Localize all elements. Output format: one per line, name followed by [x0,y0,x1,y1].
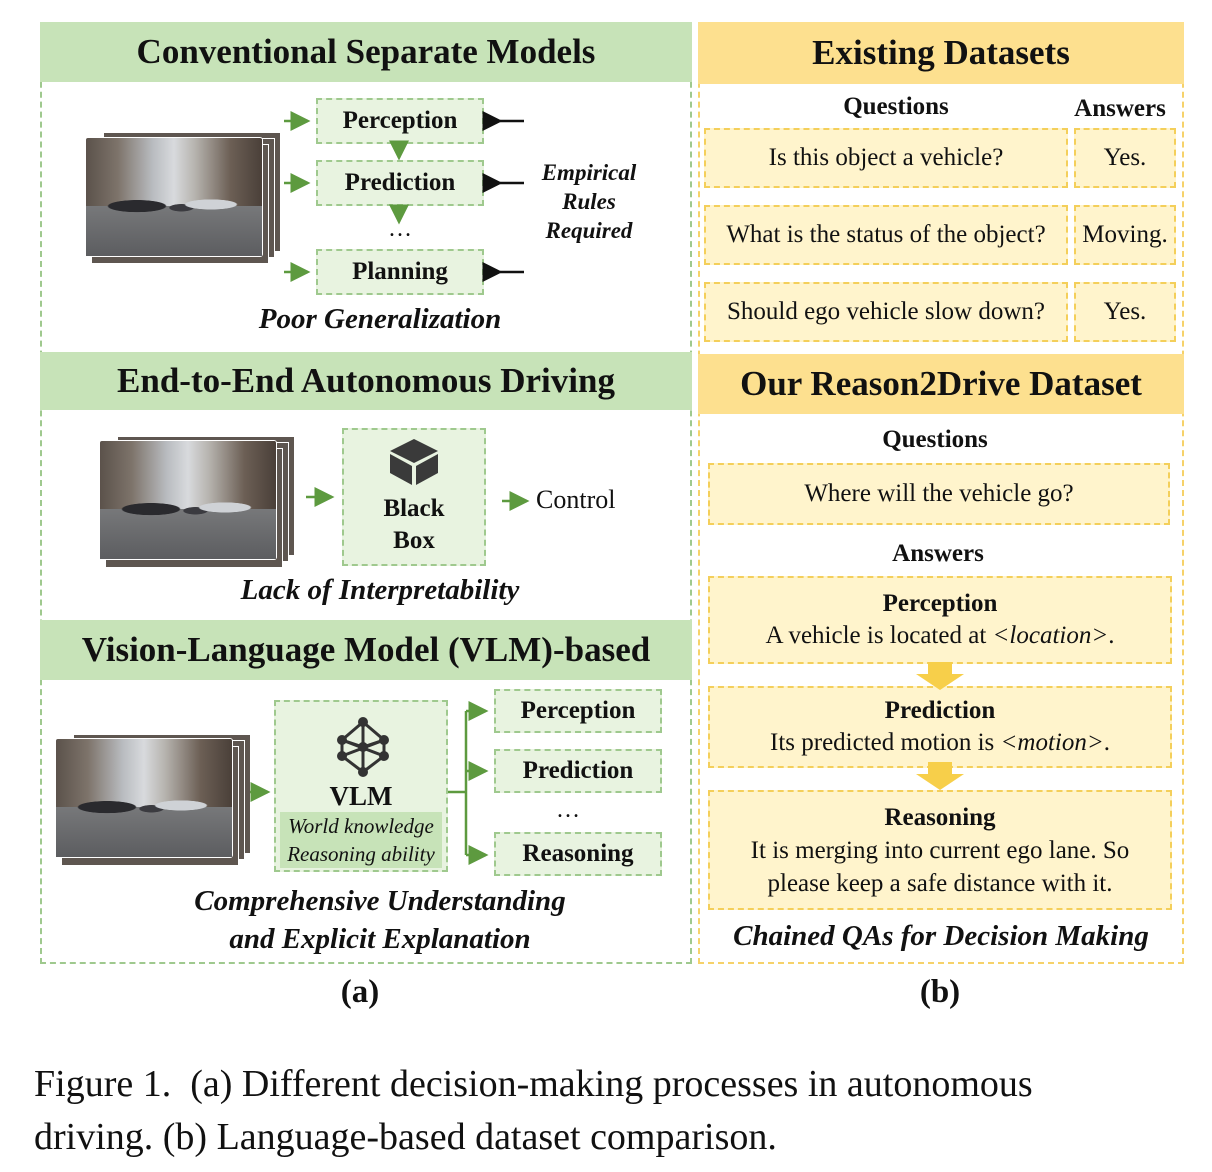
existing-answer-2: Moving. [1074,205,1176,265]
chain-title: Reasoning [884,803,996,831]
chain-text-line2: please keep a safe distance with it. [767,869,1113,897]
our-question: Where will the vehicle go? [708,463,1170,525]
section-title-text: Conventional Separate Models [136,32,596,71]
ability-reasoning: Reasoning ability [287,842,435,866]
existing-question-2: What is the status of the object? [704,205,1068,265]
existing-question-1: Is this object a vehicle? [704,128,1068,188]
chain-text: A vehicle is located at <location>. [766,620,1115,652]
label-a: (a) [340,973,380,1010]
chain-text-post: . [1108,622,1115,649]
output-label: Reasoning [522,840,634,867]
figure-caption-line2: driving. (b) Language-based dataset comp… [34,1116,777,1158]
vlm-label: VLM [329,780,393,811]
section-title-end-to-end: End-to-End Autonomous Driving [40,352,692,410]
down-arrow-icon [916,662,964,690]
down-arrow-icon [916,762,964,790]
perception-box: Perception [316,98,484,144]
section-title-existing: Existing Datasets [698,22,1184,84]
section-title-conventional: Conventional Separate Models [40,22,692,82]
question-text: Should ego vehicle slow down? [726,298,1045,325]
street-image [56,739,232,857]
vlm-output-perception: Perception [494,689,662,733]
chain-text-pre: Its predicted motion is [770,729,1001,756]
answers-header: Answers [892,540,984,567]
figure-caption-line1: Figure 1. (a) Different decision-making … [34,1063,1033,1105]
chain-text: Its predicted motion is <motion>. [770,727,1110,759]
label-b: (b) [919,973,961,1010]
street-image [100,441,276,559]
chain-text-post: . [1103,729,1110,756]
chain-title: Prediction [884,697,996,724]
chain-reasoning: Reasoning It is merging into current ego… [708,790,1172,910]
vlm-box: VLM World knowledge Reasoning ability [274,700,448,872]
figure-caption: Figure 1. (a) Different decision-making … [34,1058,1204,1164]
section-title-text: Vision-Language Model (VLM)-based [81,630,651,669]
cube-icon [390,439,438,485]
chain-title: Perception [882,590,998,617]
chain-placeholder: <motion> [1000,729,1104,756]
question-text: Is this object a vehicle? [768,144,1004,171]
street-image [86,138,262,256]
question-text: Where will the vehicle go? [804,480,1074,507]
planning-label: Planning [352,258,448,285]
note-line: Required [545,217,633,243]
questions-header: Questions [843,93,949,120]
section-title-text: End-to-End Autonomous Driving [117,361,615,400]
output-label: Prediction [522,757,634,784]
neural-network-icon [337,717,389,777]
answer-text: Yes. [1103,298,1147,325]
section-title-reason2drive: Our Reason2Drive Dataset [698,354,1184,414]
caption-poor-generalization: Poor Generalization [258,302,502,335]
caption-lack-interpretability: Lack of Interpretability [240,573,520,606]
black-box-line1: Black [383,495,445,522]
section-title-vlm: Vision-Language Model (VLM)-based [40,620,692,680]
prediction-label: Prediction [344,169,456,196]
answer-text: Moving. [1082,221,1168,248]
questions-header: Questions [882,426,988,453]
output-label: Perception [520,697,636,724]
chain-placeholder: <location> [992,622,1109,649]
panel-a-arrows [250,111,530,865]
existing-answer-3: Yes. [1074,282,1176,342]
existing-answer-1: Yes. [1074,128,1176,188]
vlm-abilities: World knowledge Reasoning ability [280,812,442,868]
answers-header: Answers [1074,95,1166,122]
answer-text: Yes. [1103,144,1147,171]
caption-line: Comprehensive Understanding [194,885,566,917]
chain-perception: Perception A vehicle is located at <loca… [708,576,1172,664]
chain-arrows [916,662,964,790]
black-box-line2: Box [393,527,435,554]
chain-prediction: Prediction Its predicted motion is <moti… [708,686,1172,768]
question-text: What is the status of the object? [726,221,1046,248]
caption-chained-qas: Chained QAs for Decision Making [733,919,1149,952]
prediction-box: Prediction [316,160,484,206]
note-line: Empirical [541,159,637,185]
note-line: Rules [562,188,616,214]
caption-line: and Explicit Explanation [229,923,531,955]
perception-label: Perception [342,107,458,134]
caption-comprehensive: Comprehensive Understanding and Explicit… [140,882,620,958]
vlm-output-prediction: Prediction [494,749,662,793]
empirical-rules-note: Empirical Rules Required [530,158,648,244]
ellipsis: … [556,796,580,823]
control-label: Control [536,485,616,514]
vlm-output-reasoning: Reasoning [494,832,662,876]
ability-world-knowledge: World knowledge [288,814,434,838]
chain-text-pre: A vehicle is located at [765,622,993,649]
existing-question-3: Should ego vehicle slow down? [704,282,1068,342]
chain-text-line1: It is merging into current ego lane. So [750,836,1130,864]
black-box: Black Box [342,428,486,566]
section-title-text: Our Reason2Drive Dataset [740,364,1142,403]
section-title-text: Existing Datasets [812,33,1070,72]
